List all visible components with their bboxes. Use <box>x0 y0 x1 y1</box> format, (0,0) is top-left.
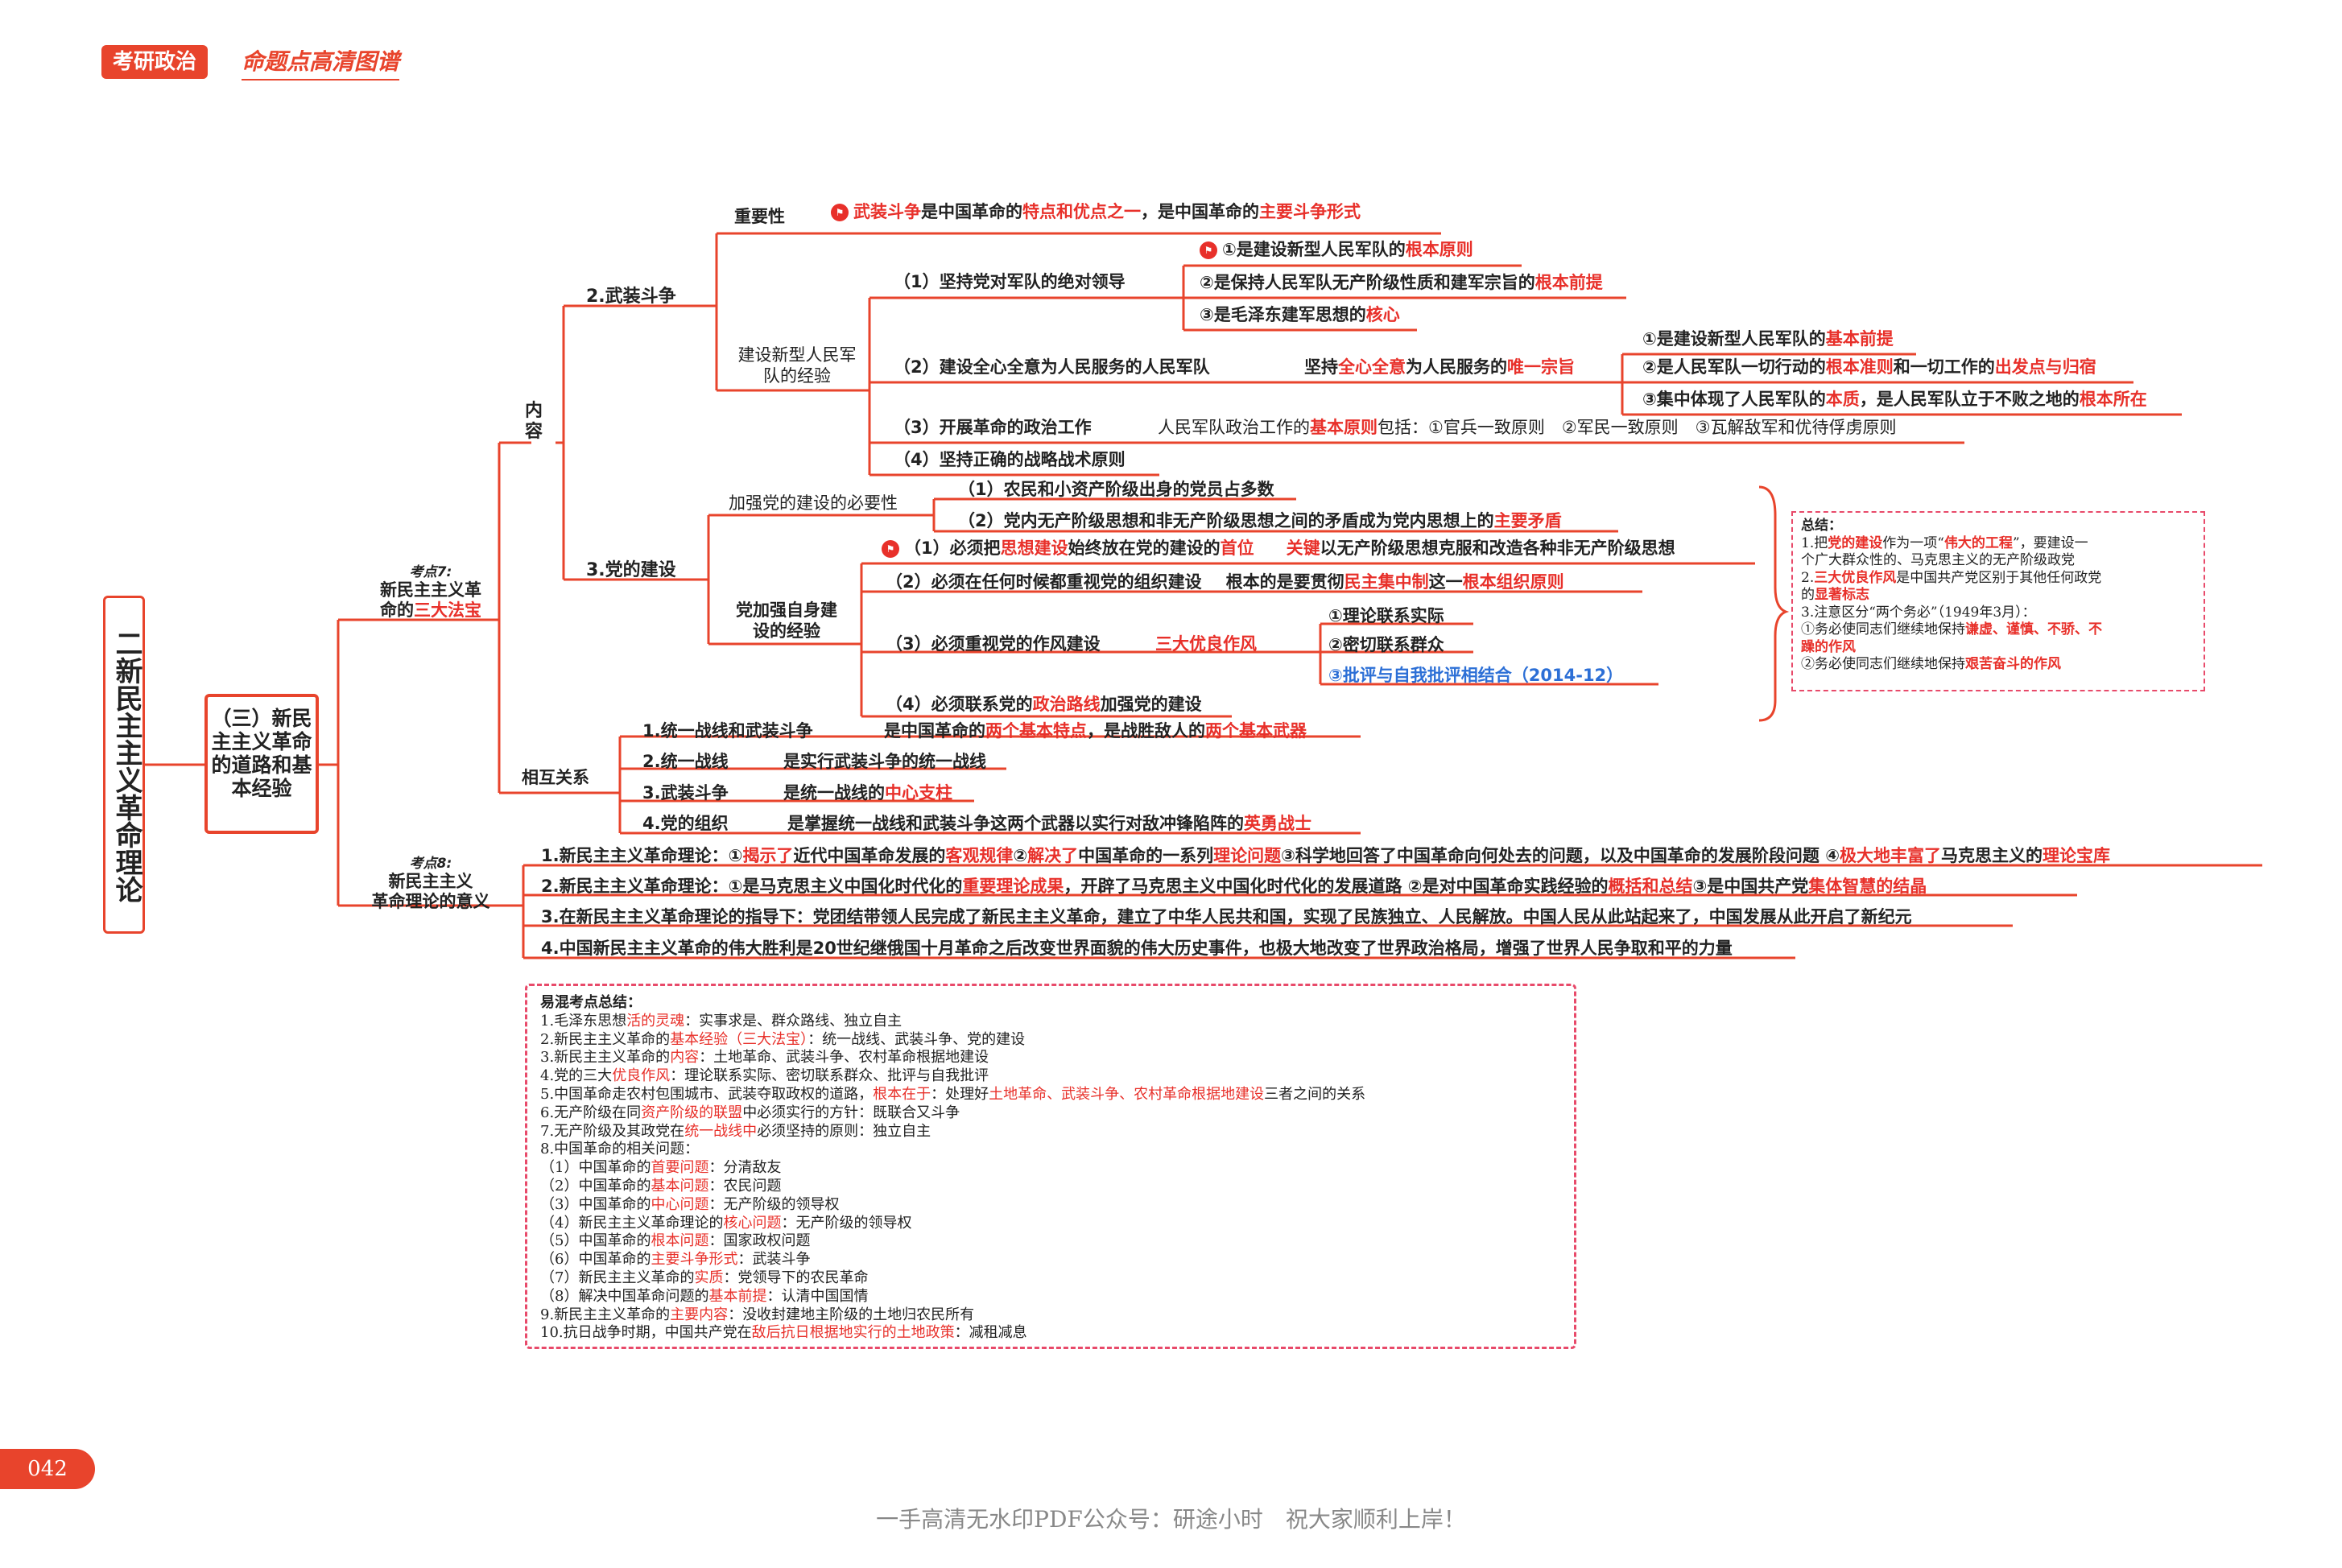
summary-line-8: ②务必使同志们继续地保持艰苦奋斗的作风 <box>1801 656 2061 672</box>
kp7-node: 考点7: 新民主主义革 命的三大法宝 <box>362 560 499 621</box>
kp7-label: 考点7: <box>409 564 452 580</box>
significance-row-3: 3.在新民主主义革命理论的指导下：党团结带领人民完成了新民主主义革命，建立了中华… <box>541 907 1912 926</box>
p2-mid: 坚持全心全意为人民服务的唯一宗旨 <box>1304 357 1575 377</box>
significance-row-4: 4.中国新民主主义革命的伟大胜利是20世纪继俄国十月革命之后改变世界面貌的伟大历… <box>541 939 1733 958</box>
significance-row-1: 1.新民主主义革命理论：①揭示了近代中国革命发展的客观规律②解决了中国革命的一系… <box>541 846 2111 865</box>
confusing-line-16: （8）解决中国革命问题的基本前提：认清中国国情 <box>540 1287 869 1305</box>
party-exp-3-mid: 三大优良作风 <box>1155 634 1257 654</box>
confusing-line-5: 5.中国革命走农村包围城市、武装夺取政权的道路，根本在于：处理好土地革命、武装斗… <box>540 1085 1366 1103</box>
summary-line-2: 个广大群众性的、马克思主义的无产阶级政党 <box>1801 552 2075 568</box>
confusing-line-18: 10.抗日战争时期，中国共产党在敌后抗日根据地实行的土地政策：减租减息 <box>540 1324 1027 1342</box>
flag-icon: ⚑ <box>831 204 849 221</box>
root-number: 二 <box>110 629 143 657</box>
p2-item-2: ②是人民军队一切行动的根本准则和一切工作的出发点与归宿 <box>1642 357 2096 377</box>
flag-icon: ⚑ <box>1200 241 1217 259</box>
importance-part-2: 是中国革命的 <box>921 202 1022 221</box>
summary-line-7: 躁的作风 <box>1801 638 1856 655</box>
flag-icon: ⚑ <box>882 540 899 558</box>
party-exp-4: （4）必须联系党的政治路线加强党的建设 <box>886 695 1202 714</box>
kp8-node: 考点8: 新民主主义 革命理论的意义 <box>354 852 507 912</box>
p1-item-2: ②是保持人民军队无产阶级性质和建军宗旨的根本前提 <box>1200 273 1603 292</box>
importance-part-3: 特点和优点之一 <box>1022 202 1141 221</box>
confusing-points-content: 易混考点总结： 1.毛泽东思想活的灵魂：实事求是、群众路线、独立自主 2.新民主… <box>527 986 1574 1351</box>
confusing-line-6: 6.无产阶级在同资产阶级的联盟中必须实行的方针：既联合又斗争 <box>540 1104 960 1121</box>
p1-item-1: ⚑①是建设新型人民军队的根本原则 <box>1200 239 1473 260</box>
p1-item-3: ③是毛泽东建军思想的核心 <box>1200 305 1400 324</box>
party-building-node: 3.党的建设 <box>586 560 676 580</box>
brand-badge: 考研政治 <box>101 45 209 79</box>
kp7-title-line1: 新民主主义革 <box>380 580 481 600</box>
confusing-line-15: （7）新民主主义革命的实质：党领导下的农民革命 <box>540 1269 869 1286</box>
armed-point-2: （2）建设全心全意为人民服务的人民军队 <box>894 357 1210 377</box>
relation-row-4: 4.党的组织是掌握统一战线和武装斗争这两个武器以实行对敌冲锋陷阵的英勇战士 <box>642 814 1311 833</box>
confusing-line-1: 1.毛泽东思想活的灵魂：实事求是、群众路线、独立自主 <box>540 1012 903 1030</box>
confusing-line-10: （2）中国革命的基本问题：农民问题 <box>540 1177 782 1195</box>
confusing-line-4: 4.党的三大优良作风：理论联系实际、密切联系群众、批评与自我批评 <box>540 1067 989 1085</box>
confusing-line-8: 8.中国革命的相关问题： <box>540 1141 700 1158</box>
armed-point-4: （4）坚持正确的战略战术原则 <box>894 450 1126 469</box>
confusing-line-12: （4）新民主主义革命理论的核心问题：无产阶级的领导权 <box>540 1214 912 1232</box>
armed-struggle-node: 2.武装斗争 <box>586 287 676 307</box>
summary-content: 总结： 1.把党的建设作为一项“伟大的工程”，要建设一 个广大群众性的、马克思主… <box>1793 513 2204 679</box>
p3-text: 人民军队政治工作的基本原则包括：①官兵一致原则 ②军民一致原则 ③瓦解敌军和优待… <box>1158 418 1897 437</box>
p2-item-3: ③集中体现了人民军队的本质，是人民军队立于不败之地的根本所在 <box>1642 390 2147 409</box>
confusing-line-17: 9.新民主主义革命的主要内容：没收封建地主阶级的土地归农民所有 <box>540 1306 975 1323</box>
party-exp-label: 党加强自身建设的经验 <box>736 600 837 641</box>
summary-line-4: 的显著标志 <box>1801 587 1869 603</box>
significance-row-2: 2.新民主主义革命理论：①是马克思主义中国化时代化的重要理论成果，开辟了马克思主… <box>541 877 1927 896</box>
summary-line-5: 3.注意区分“两个务必”（1949年3月）： <box>1801 604 2036 621</box>
page-subtitle: 命题点高清图谱 <box>242 45 400 80</box>
content-label: 内容 <box>525 401 543 442</box>
root-node: 二新民主主义革命理论 <box>103 596 145 934</box>
importance-text: ⚑武装斗争是中国革命的特点和优点之一，是中国革命的主要斗争形式 <box>831 201 1361 222</box>
party-exp-3-item-1: ①理论联系实际 <box>1328 606 1444 625</box>
confusing-points-box: 易混考点总结： 1.毛泽东思想活的灵魂：实事求是、群众路线、独立自主 2.新民主… <box>525 984 1576 1349</box>
summary-line-3: 2.三大优良作风是中国共产党区别于其他任何政党 <box>1801 569 2102 586</box>
confusing-line-7: 7.无产阶级及其政党在统一战线中必须坚持的原则：独立自主 <box>540 1122 931 1140</box>
army-experience-label: 建设新型人民军队的经验 <box>737 345 857 386</box>
relation-row-1: 1.统一战线和武装斗争是中国革命的两个基本特点，是战胜敌人的两个基本武器 <box>642 721 1307 741</box>
party-exp-1: ⚑（1）必须把思想建设始终放在党的建设的首位关键以无产阶级思想克服和改造各种非无… <box>882 538 1675 559</box>
relation-row-3: 3.武装斗争是统一战线的中心支柱 <box>642 783 952 803</box>
kp8-label: 考点8: <box>409 856 452 872</box>
summary-line-1: 1.把党的建设作为一项“伟大的工程”，要建设一 <box>1801 534 2088 551</box>
summary-line-6: ①务必使同志们继续地保持谦虚、谨慎、不骄、不 <box>1801 621 2102 638</box>
kp7-title-b: 命的 <box>380 600 414 620</box>
armed-point-3: （3）开展革命的政治工作 <box>894 418 1092 437</box>
summary-title: 总结： <box>1801 518 1842 534</box>
party-exp-2: （2）必须在任何时候都重视党的组织建设根本的是要贯彻民主集中制这一根本组织原则 <box>886 572 1564 592</box>
kp8-title-line2: 革命理论的意义 <box>371 892 490 911</box>
summary-box: 总结： 1.把党的建设作为一项“伟大的工程”，要建设一 个广大群众性的、马克思主… <box>1791 511 2205 691</box>
party-exp-3-item-3: ③批评与自我批评相结合（2014-12） <box>1328 666 1624 685</box>
importance-part-1: 武装斗争 <box>853 202 921 221</box>
kp8-title-line1: 新民主主义 <box>388 872 473 891</box>
footer-note: 一手高清无水印PDF公众号：研途小时 祝大家顺利上岸！ <box>876 1506 1466 1533</box>
confusing-title: 易混考点总结： <box>540 994 642 1011</box>
importance-part-5: 主要斗争形式 <box>1259 202 1361 221</box>
importance-part-4: ，是中国革命的 <box>1141 202 1259 221</box>
confusing-line-9: （1）中国革命的首要问题：分清敌友 <box>540 1159 782 1177</box>
confusing-line-14: （6）中国革命的主要斗争形式：武装斗争 <box>540 1251 811 1269</box>
section-node: （三）新民主主义革命的道路和基本经验 <box>204 694 319 834</box>
party-exp-3-item-2: ②密切联系群众 <box>1328 635 1444 654</box>
confusing-line-11: （3）中国革命的中心问题：无产阶级的领导权 <box>540 1195 840 1213</box>
confusing-line-13: （5）中国革命的根本问题：国家政权问题 <box>540 1232 811 1250</box>
kp7-title-red: 三大法宝 <box>414 600 481 620</box>
root-title: 新民主主义革命理论 <box>110 657 143 903</box>
armed-point-1: （1）坚持党对军队的绝对领导 <box>894 272 1126 291</box>
confusing-line-2: 2.新民主主义革命的基本经验（三大法宝）：统一战线、武装斗争、党的建设 <box>540 1030 1026 1048</box>
relation-label: 相互关系 <box>522 768 589 787</box>
party-exp-3: （3）必须重视党的作风建设 <box>886 634 1101 654</box>
page-number: 042 <box>0 1449 95 1489</box>
party-need-2: （2）党内无产阶级思想和非无产阶级思想之间的矛盾成为党内思想上的主要矛盾 <box>958 511 1562 530</box>
party-need-label: 加强党的建设的必要性 <box>729 493 898 513</box>
importance-label: 重要性 <box>734 207 785 226</box>
p2-item-1: ①是建设新型人民军队的基本前提 <box>1642 329 1894 349</box>
relation-row-2: 2.统一战线是实行武装斗争的统一战线 <box>642 752 986 771</box>
kp7-title-line2: 命的三大法宝 <box>362 600 499 621</box>
party-need-1: （1）农民和小资产阶级出身的党员占多数 <box>958 480 1274 499</box>
confusing-line-3: 3.新民主主义革命的内容：土地革命、武装斗争、农村革命根据地建设 <box>540 1049 989 1067</box>
